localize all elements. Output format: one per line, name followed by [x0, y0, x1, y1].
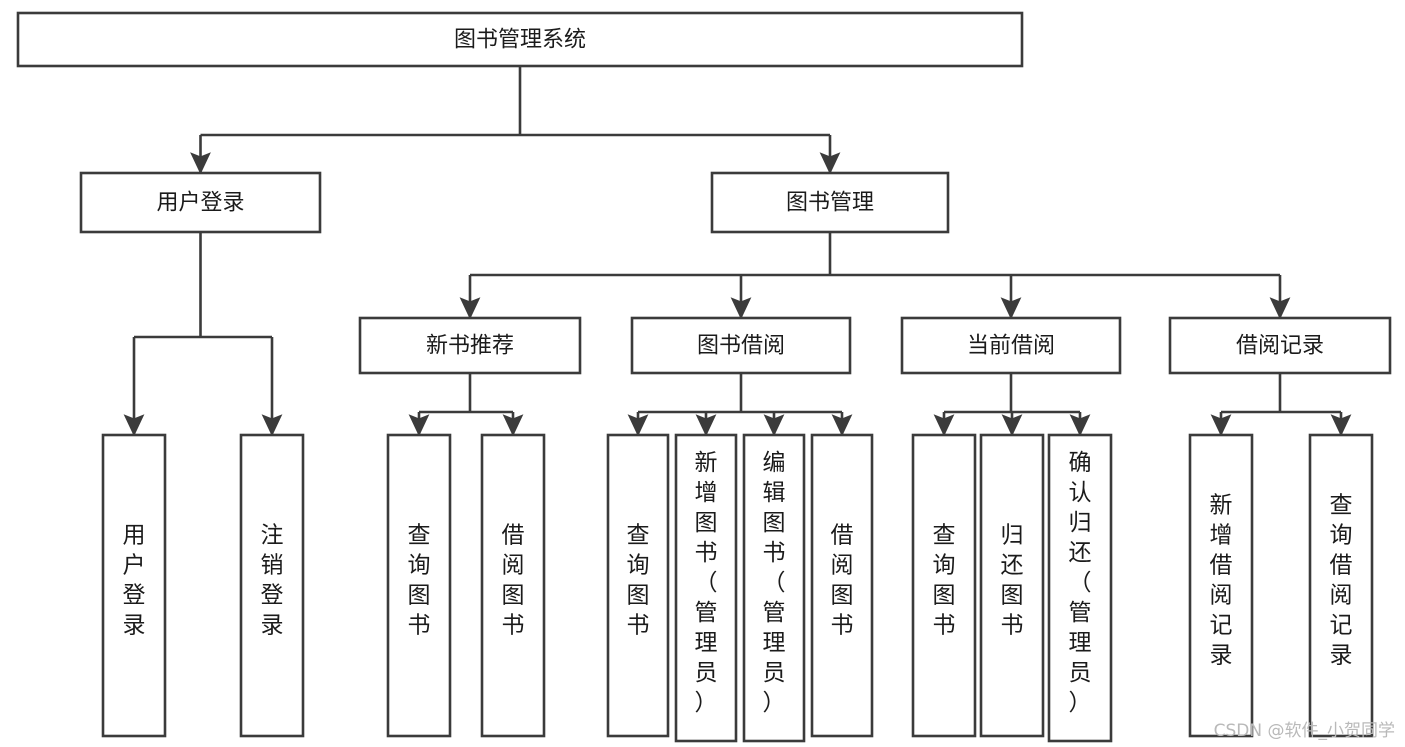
node-label: 图书借阅 [697, 334, 785, 359]
node-box[interactable] [1047, 433, 1113, 743]
node-box[interactable] [710, 171, 950, 234]
leaf-node[interactable]: 用户登录 [101, 433, 167, 738]
watermark-label: CSDN @软件_小贺同学 [1213, 721, 1395, 741]
node-box[interactable] [386, 433, 452, 738]
leaf-node[interactable]: 查询借阅记录 [1308, 433, 1374, 738]
level2-node[interactable]: 当前借阅 [900, 316, 1122, 375]
leaf-node[interactable]: 借阅图书 [480, 433, 546, 738]
connectors-layer [123, 66, 1352, 437]
node-box[interactable] [1308, 433, 1374, 738]
node-box[interactable] [606, 433, 670, 738]
leaf-node[interactable]: 归还图书 [979, 433, 1045, 738]
node-label: 查询图书 [933, 523, 956, 639]
node-label: 查询图书 [627, 523, 650, 639]
node-box[interactable] [239, 433, 305, 738]
level2-node[interactable]: 图书借阅 [630, 316, 852, 375]
node-box[interactable] [900, 316, 1122, 375]
node-box[interactable] [79, 171, 322, 234]
node-label: 用户登录 [123, 523, 146, 639]
node-box[interactable] [810, 433, 874, 738]
node-box[interactable] [911, 433, 977, 738]
node-box[interactable] [979, 433, 1045, 738]
level1-node[interactable]: 图书管理 [710, 171, 950, 234]
node-label: 归还图书 [1001, 523, 1024, 639]
node-label: 新书推荐 [426, 334, 514, 359]
leaf-node[interactable]: 查询图书 [386, 433, 452, 738]
leaf-node[interactable]: 借阅图书 [810, 433, 874, 738]
node-label: 当前借阅 [967, 334, 1055, 359]
node-label: 确认归还（管理员） [1069, 450, 1092, 716]
node-label: 用户登录 [156, 191, 244, 216]
node-label: 借阅图书 [831, 523, 854, 639]
node-label: 注销登录 [261, 523, 284, 639]
node-box[interactable] [674, 433, 738, 743]
node-label: 图书管理系统 [454, 28, 586, 53]
node-label: 图书管理 [786, 191, 874, 216]
node-box[interactable] [1168, 316, 1392, 375]
leaf-node[interactable]: 编辑图书（管理员） [742, 433, 806, 743]
node-box[interactable] [630, 316, 852, 375]
node-label: 借阅记录 [1236, 334, 1324, 359]
node-box[interactable] [101, 433, 167, 738]
level1-node[interactable]: 用户登录 [79, 171, 322, 234]
level2-node[interactable]: 借阅记录 [1168, 316, 1392, 375]
node-label: 查询图书 [408, 523, 431, 639]
leaf-node[interactable]: 注销登录 [239, 433, 305, 738]
node-box[interactable] [480, 433, 546, 738]
root-node[interactable]: 图书管理系统 [16, 11, 1024, 68]
node-box[interactable] [16, 11, 1024, 68]
leaf-node[interactable]: 查询图书 [606, 433, 670, 738]
node-label: 借阅图书 [502, 523, 525, 639]
leaf-node[interactable]: 新增图书（管理员） [674, 433, 738, 743]
leaf-node[interactable]: 确认归还（管理员） [1047, 433, 1113, 743]
leaf-node[interactable]: 查询图书 [911, 433, 977, 738]
node-label: 编辑图书（管理员） [763, 450, 786, 716]
node-label: 新增借阅记录 [1210, 493, 1233, 669]
node-box[interactable] [742, 433, 806, 743]
nodes-layer: 图书管理系统用户登录图书管理新书推荐图书借阅当前借阅借阅记录用户登录注销登录查询… [16, 11, 1392, 743]
leaf-node[interactable]: 新增借阅记录 [1188, 433, 1254, 738]
node-box[interactable] [1188, 433, 1254, 738]
node-box[interactable] [358, 316, 582, 375]
node-label: 查询借阅记录 [1330, 493, 1353, 669]
level2-node[interactable]: 新书推荐 [358, 316, 582, 375]
node-label: 新增图书（管理员） [695, 450, 718, 716]
